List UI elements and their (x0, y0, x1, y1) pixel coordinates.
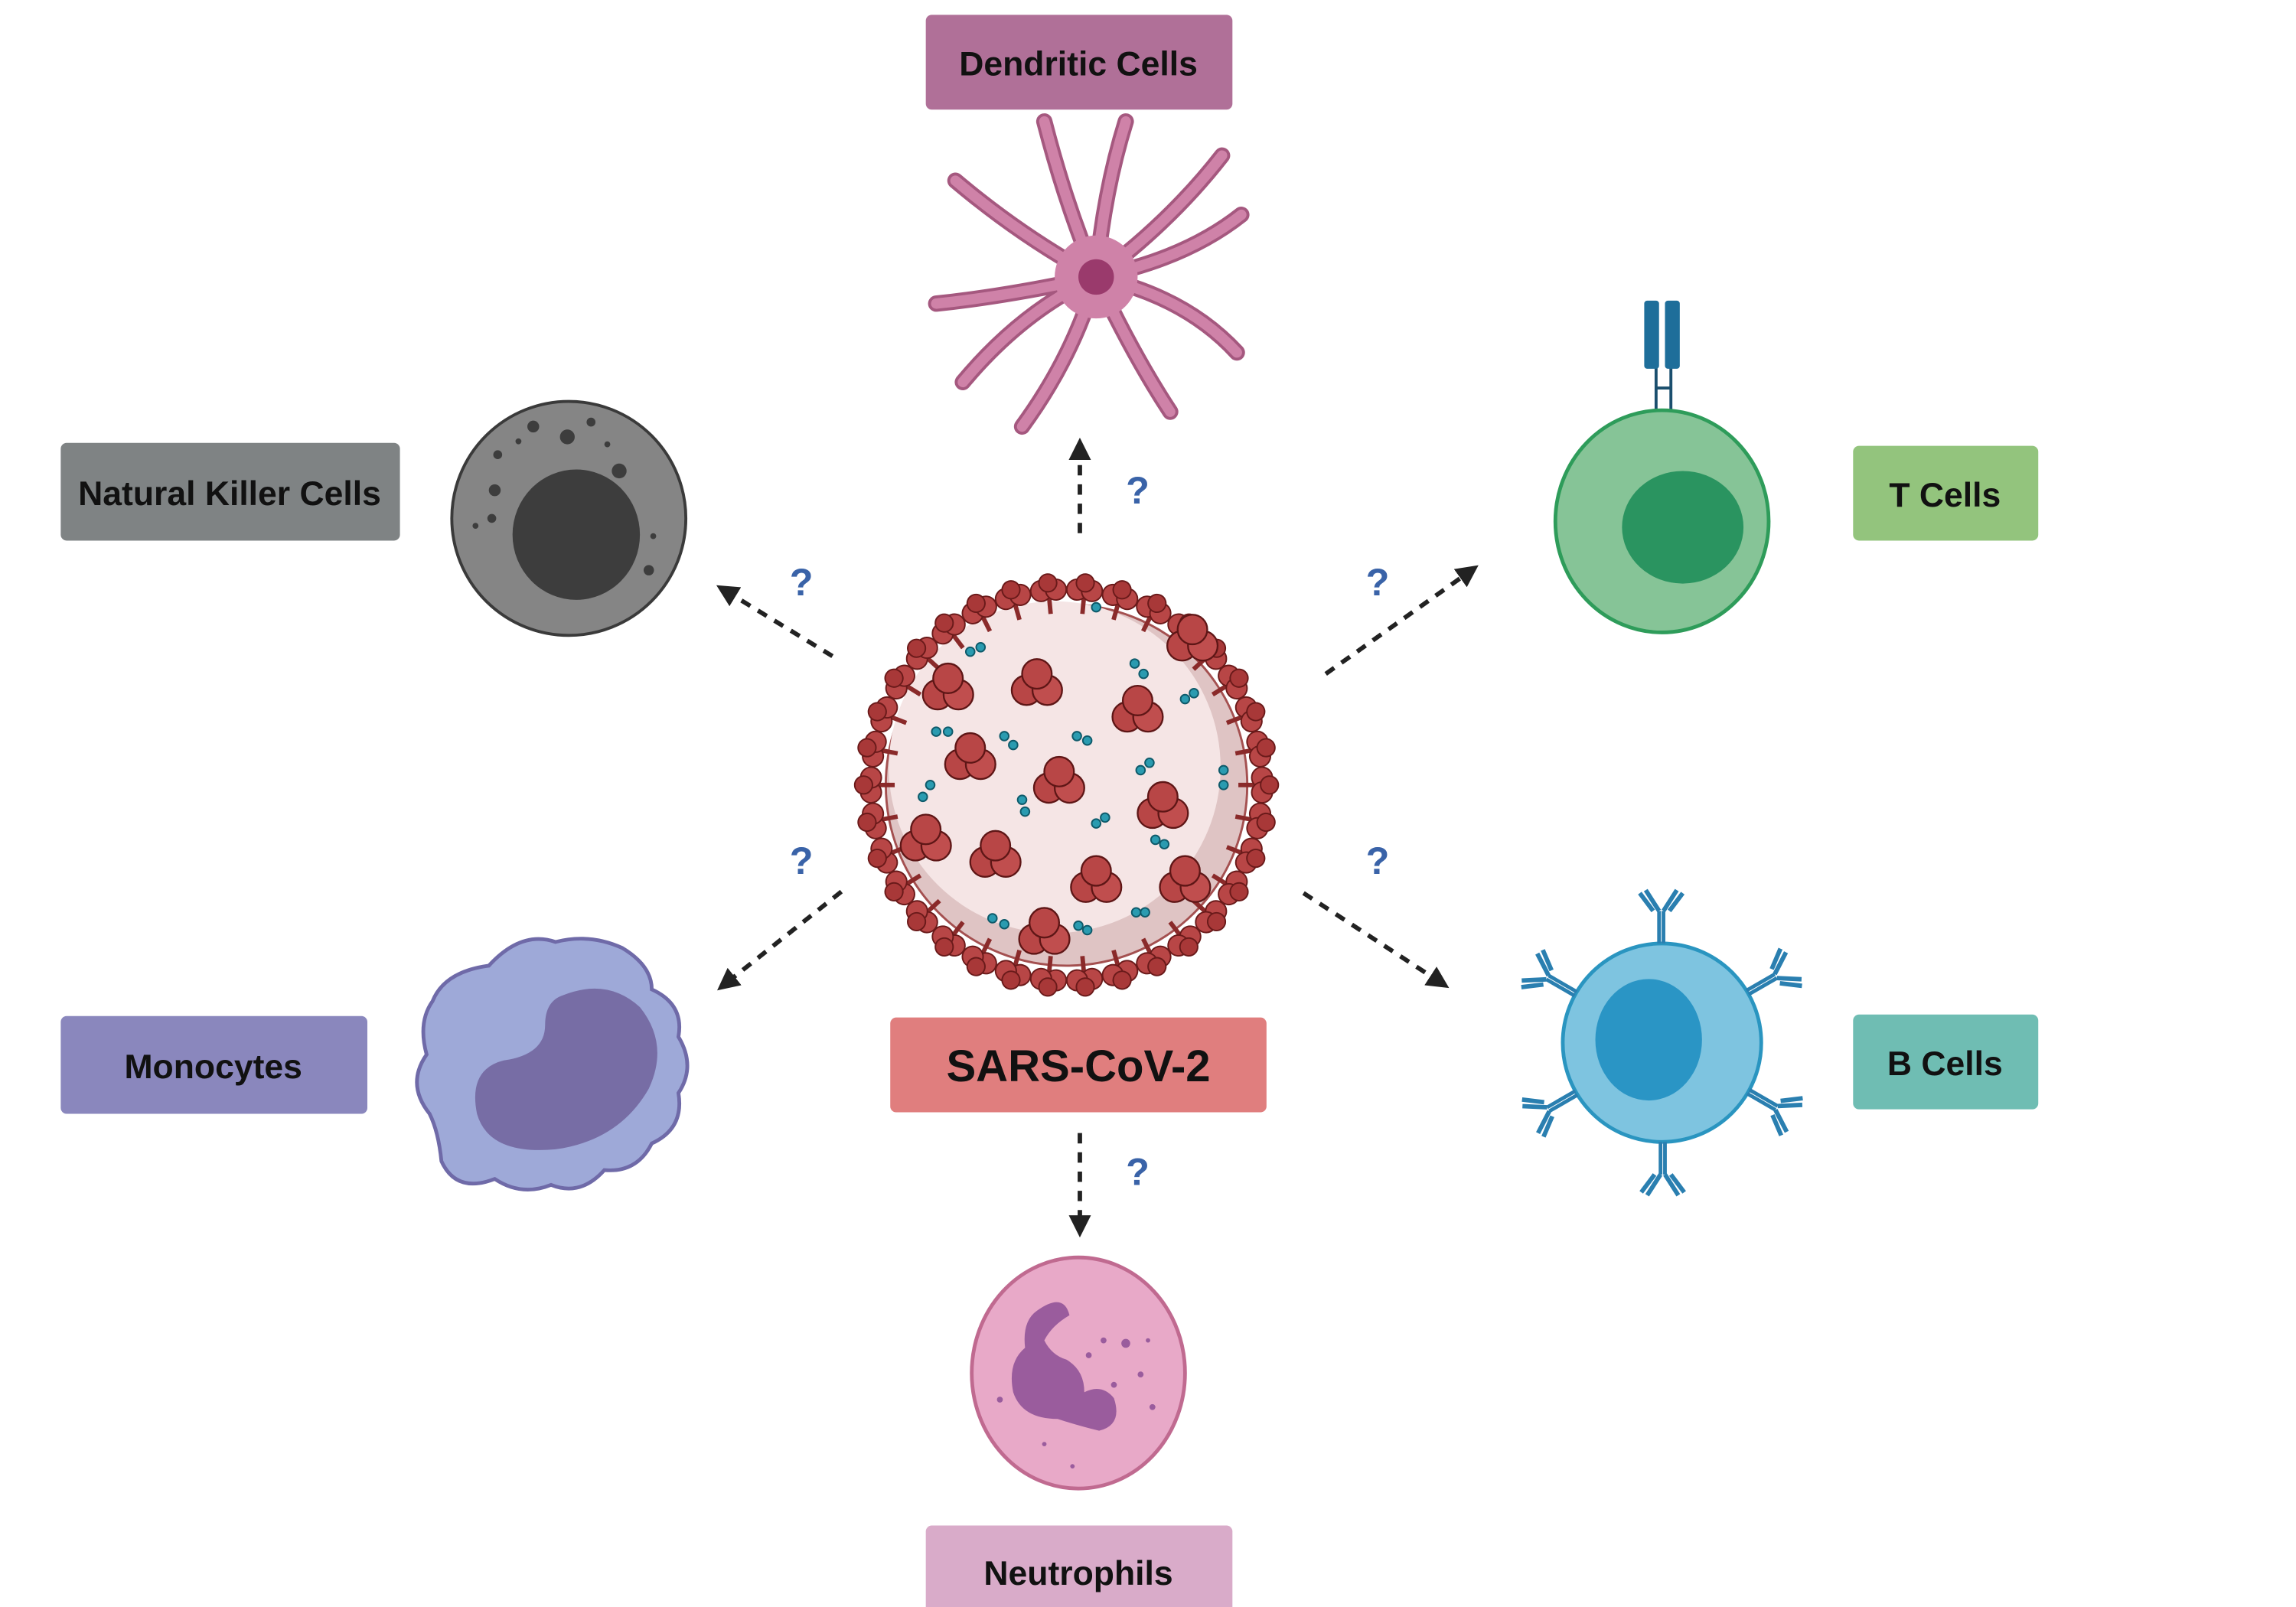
label-sars-cov-2: SARS-CoV-2 (890, 1017, 1267, 1113)
dendritic-cell-icon (928, 113, 1250, 435)
question-mark: ? (790, 839, 814, 882)
natural-killer-cell-icon (450, 399, 688, 637)
arrow-to-nk (716, 585, 834, 658)
label-natural-killer-cells: Natural Killer Cells (60, 442, 400, 541)
label-neutrophils: Neutrophils (925, 1525, 1233, 1607)
arrows (716, 437, 1479, 1238)
label-text: SARS-CoV-2 (946, 1041, 1210, 1091)
sars-cov-2-virus-icon (853, 573, 1280, 997)
arrow-to-t (1324, 565, 1479, 676)
label-monocytes: Monocytes (60, 1015, 368, 1114)
label-text: Natural Killer Cells (78, 475, 381, 513)
label-text: Dendritic Cells (959, 46, 1198, 83)
label-dendritic-cells: Dendritic Cells (925, 15, 1233, 110)
label-text: Monocytes (124, 1048, 302, 1086)
monocyte-icon (415, 937, 690, 1191)
label-text: T Cells (1889, 477, 2001, 514)
label-text: Neutrophils (983, 1555, 1172, 1592)
question-mark: ? (1366, 839, 1390, 882)
arrow-to-monocyte (717, 889, 843, 991)
label-t-cells: T Cells (1853, 445, 2039, 541)
neutrophil-icon (970, 1255, 1187, 1491)
label-b-cells: B Cells (1853, 1014, 2039, 1110)
question-mark: ? (790, 560, 814, 604)
b-cell-icon (1518, 890, 1805, 1195)
question-mark: ? (1126, 468, 1150, 512)
t-cell-icon (1553, 300, 1771, 634)
arrow-to-b (1302, 891, 1450, 989)
question-mark: ? (1366, 560, 1390, 604)
label-text: B Cells (1887, 1045, 2003, 1083)
question-mark: ? (1126, 1149, 1150, 1193)
